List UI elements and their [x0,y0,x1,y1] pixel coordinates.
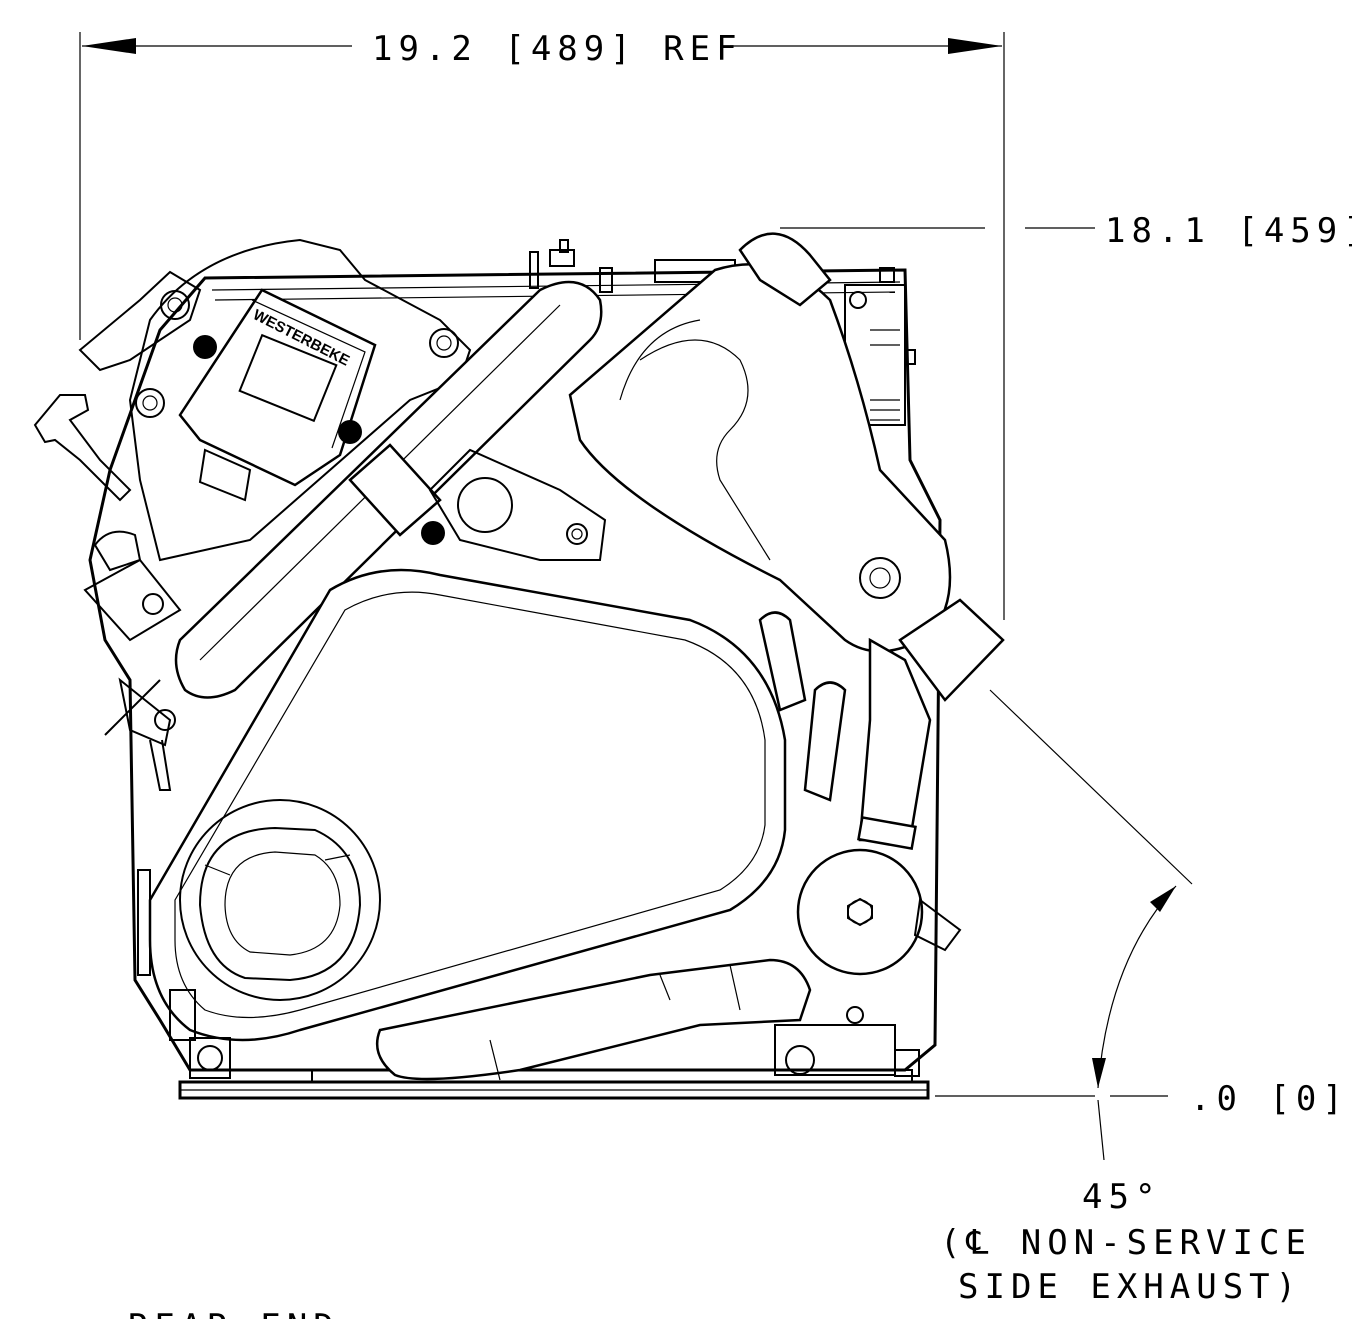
intake-cover [148,568,787,1042]
angle-note-line1: (℄ NON-SERVICE [940,1223,1312,1263]
controller-module: WESTERBEKE [178,288,377,502]
view-title: REAR END [128,1307,340,1319]
height-dimension-label: 18.1 [459] [1105,211,1352,251]
width-dimension: 19.2 [489] REF [79,29,1005,620]
base-dimension: .0 [0] [935,1079,1349,1119]
exhaust-elbow [568,232,1005,702]
angle-note-line2: SIDE EXHAUST) [958,1267,1302,1307]
height-dimension: 18.1 [459] [780,211,1352,251]
angle-dimension: 45° (℄ NON-SERVICE SIDE EXHAUST) [940,689,1312,1307]
diagonal-tube-left [174,280,603,699]
base-dimension-label: .0 [0] [1190,1079,1349,1119]
width-dimension-label: 19.2 [489] REF [372,29,743,69]
angle-value: 45° [1082,1177,1161,1217]
engine-assembly: WESTERBEKE [33,232,1005,1100]
